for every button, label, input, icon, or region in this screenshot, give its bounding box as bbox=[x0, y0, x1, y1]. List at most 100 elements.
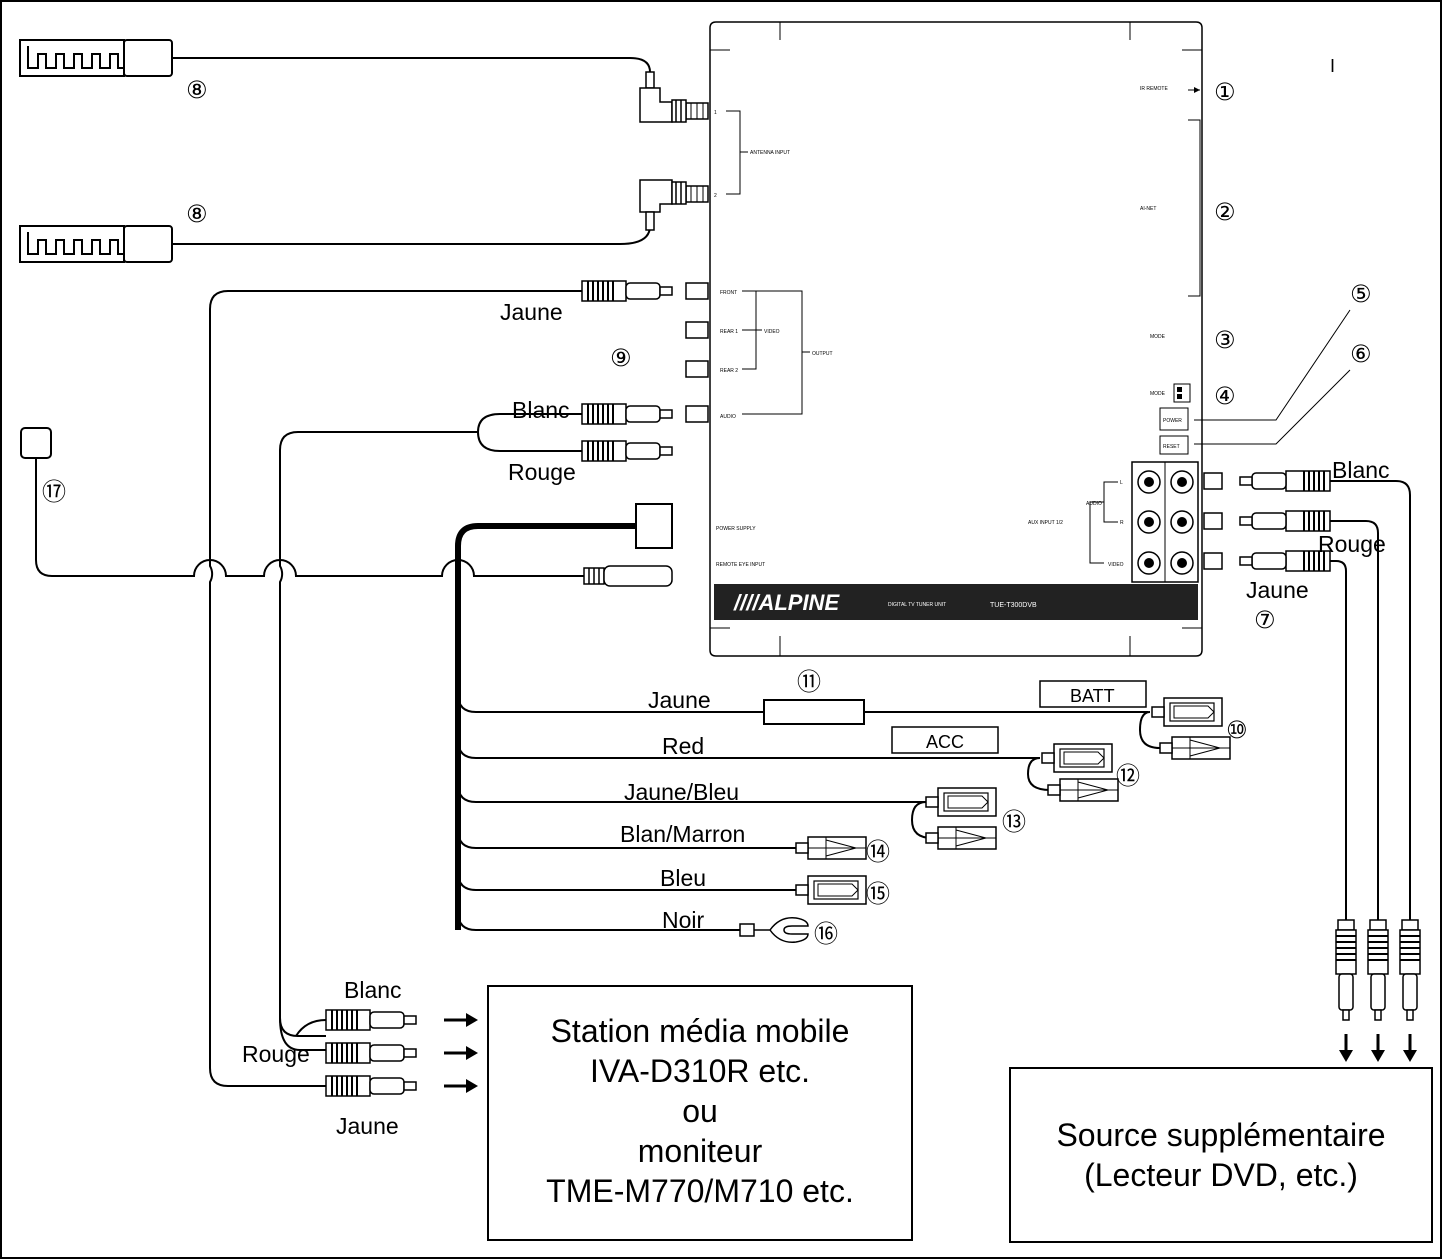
batt-label-box bbox=[1039, 680, 1147, 708]
station-line-3: ou bbox=[682, 1093, 718, 1129]
brand-bar bbox=[714, 584, 1198, 620]
callout-11: ⑪ bbox=[797, 668, 821, 696]
callout-6: ⑥ bbox=[1350, 340, 1372, 368]
socket-rear1 bbox=[685, 321, 709, 339]
label-blanc-aux: Blanc bbox=[1332, 457, 1390, 483]
callout-4: ④ bbox=[1214, 382, 1236, 410]
switch-label: MODE bbox=[1150, 391, 1166, 397]
video-cable bbox=[209, 290, 582, 1087]
acc-label: ACC bbox=[926, 732, 964, 752]
socket-front bbox=[685, 282, 709, 300]
antenna-2-cable bbox=[172, 212, 651, 245]
callout-10: ⑩ bbox=[1226, 716, 1248, 744]
antenna-2 bbox=[19, 225, 173, 263]
label-rouge-bottom: Rouge bbox=[242, 1041, 310, 1067]
acc-label-box bbox=[891, 726, 999, 754]
ir-remote-label: IR REMOTE bbox=[1140, 86, 1168, 92]
callout-17: ⑰ bbox=[42, 478, 66, 506]
antenna-port-1: 1 bbox=[685, 102, 717, 120]
wire-blan-marron: Blan/Marron bbox=[620, 821, 745, 847]
station-box bbox=[487, 985, 913, 1241]
callout-1: ① bbox=[1214, 78, 1236, 106]
svg-text:REAR 2: REAR 2 bbox=[720, 368, 738, 374]
wire-noir: Noir bbox=[662, 907, 705, 933]
wire-jaune-bleu: Jaune/Bleu bbox=[624, 779, 739, 805]
svg-text:REAR 1: REAR 1 bbox=[720, 329, 738, 335]
callout-5: ⑤ bbox=[1350, 280, 1372, 308]
tuner-unit: ////ALPINE DIGITAL TV TUNER UNIT TUE-T30… bbox=[685, 21, 1203, 657]
power-button bbox=[1159, 407, 1189, 431]
svg-text:POWER: POWER bbox=[1163, 418, 1182, 424]
antenna-input-label: ANTENNA INPUT bbox=[750, 150, 790, 156]
remote-eye-sensor bbox=[20, 427, 52, 459]
socket-audio bbox=[685, 405, 709, 423]
antenna-port-2: 2 bbox=[685, 185, 717, 203]
ai-net-label: AI-NET bbox=[1140, 206, 1156, 212]
rca-jaune-bottom bbox=[325, 1075, 417, 1097]
source-line-1: Source supplémentaire bbox=[1056, 1117, 1385, 1153]
antenna-1 bbox=[19, 39, 173, 77]
rca-blanc-bottom bbox=[325, 1009, 417, 1031]
remote-eye-plug bbox=[583, 565, 673, 587]
rca-rouge-bottom bbox=[325, 1042, 417, 1064]
callout-13: ⑬ bbox=[1002, 808, 1026, 836]
callout-2: ② bbox=[1214, 198, 1236, 226]
label-jaune-out: Jaune bbox=[500, 299, 563, 325]
callout-7: ⑦ bbox=[1254, 606, 1276, 634]
svg-text:R: R bbox=[1120, 520, 1124, 526]
station-line-2: IVA-D310R etc. bbox=[590, 1053, 810, 1089]
station-line-1: Station média mobile bbox=[551, 1013, 850, 1049]
callout-14: ⑭ bbox=[866, 838, 890, 866]
svg-text:VIDEO: VIDEO bbox=[764, 329, 780, 335]
svg-text:2: 2 bbox=[714, 193, 717, 199]
station-line-5: TME-M770/M710 etc. bbox=[546, 1173, 854, 1209]
label-rouge-out: Rouge bbox=[508, 459, 576, 485]
power-supply-label: POWER SUPPLY bbox=[716, 526, 756, 532]
rca-jaune-aux bbox=[1239, 550, 1331, 572]
label-rouge-aux: Rouge bbox=[1318, 531, 1386, 557]
remote-eye-cable bbox=[35, 458, 584, 577]
svg-text:L: L bbox=[1120, 480, 1123, 486]
wire-red: Red bbox=[662, 733, 704, 759]
antenna-connector-1 bbox=[639, 71, 687, 123]
remote-eye-label: REMOTE EYE INPUT bbox=[716, 562, 765, 568]
ground-terminal bbox=[739, 917, 809, 943]
model-desc: DIGITAL TV TUNER UNIT bbox=[888, 602, 946, 608]
source-line-2: (Lecteur DVD, etc.) bbox=[1084, 1157, 1358, 1193]
aux-input-jacks bbox=[1131, 461, 1199, 583]
svg-text:AUDIO: AUDIO bbox=[720, 414, 736, 420]
svg-text:1: 1 bbox=[714, 110, 717, 116]
callout-3: ③ bbox=[1214, 326, 1236, 354]
svg-text:OUTPUT: OUTPUT bbox=[812, 351, 833, 357]
label-blanc-bottom: Blanc bbox=[344, 977, 402, 1003]
callout-12: ⑫ bbox=[1116, 762, 1140, 790]
mode-switch bbox=[1173, 383, 1191, 403]
reset-button bbox=[1159, 435, 1189, 455]
wire-jaune: Jaune bbox=[648, 687, 711, 713]
rca-rouge-out bbox=[581, 440, 673, 462]
antenna-1-cable bbox=[172, 57, 651, 88]
svg-text:FRONT: FRONT bbox=[720, 290, 737, 296]
label-blanc-out: Blanc bbox=[512, 397, 570, 423]
model-number: TUE-T300DVB bbox=[990, 602, 1037, 609]
brand-logo: ////ALPINE bbox=[733, 590, 840, 615]
svg-text:AUDIO: AUDIO bbox=[1086, 501, 1102, 507]
power-connector bbox=[635, 503, 673, 549]
callout-8a: ⑧ bbox=[186, 76, 208, 104]
source-box bbox=[1009, 1067, 1433, 1243]
mode-label: MODE bbox=[1150, 334, 1166, 340]
rca-blanc-out bbox=[581, 403, 673, 425]
rca-blanc-aux bbox=[1239, 470, 1331, 492]
label-jaune-aux: Jaune bbox=[1246, 577, 1309, 603]
callout-9: ⑨ bbox=[610, 344, 632, 372]
svg-text:VIDEO: VIDEO bbox=[1108, 562, 1124, 568]
harness-bundle bbox=[455, 523, 636, 930]
batt-label: BATT bbox=[1070, 686, 1115, 706]
tick-mark: I bbox=[1330, 56, 1335, 76]
audio-cable bbox=[279, 431, 478, 1037]
callout-8b: ⑧ bbox=[186, 200, 208, 228]
label-jaune-bottom: Jaune bbox=[336, 1113, 399, 1139]
